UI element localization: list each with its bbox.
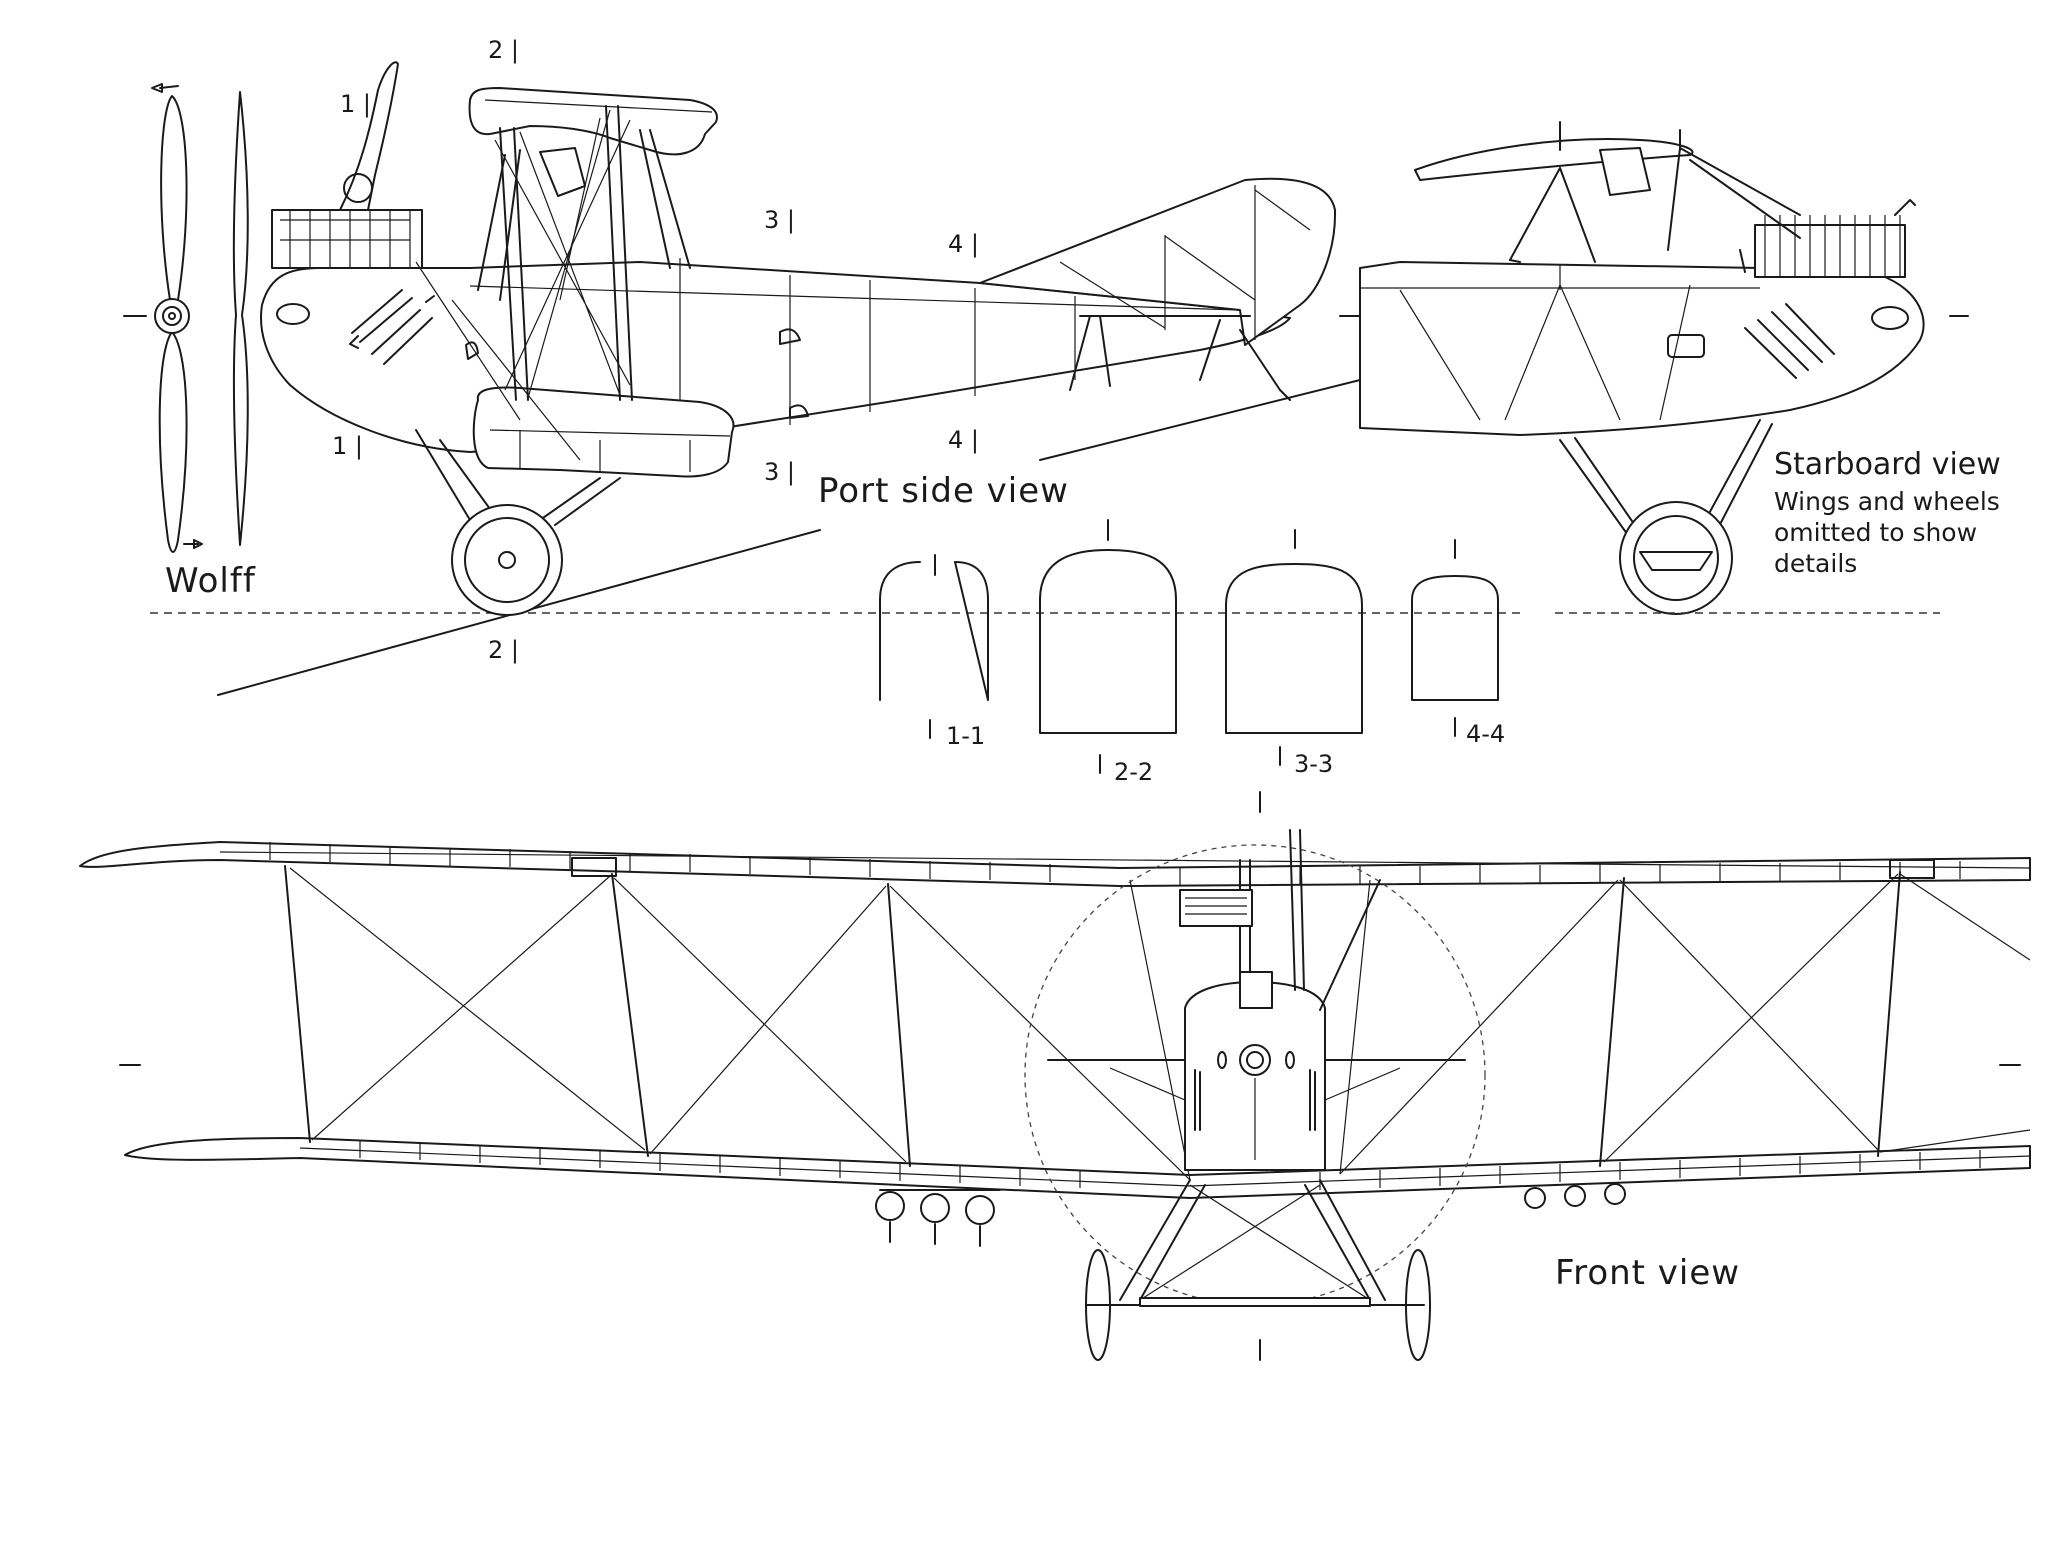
section-label-3-3: 3-3	[1294, 750, 1334, 778]
starboard-note-line-1: Wings and wheels	[1774, 487, 2000, 516]
section-marker-3-top: 3 |	[764, 206, 795, 234]
section-marker-2-top: 2 |	[488, 36, 519, 64]
section-marker-1-top: 1 |	[340, 90, 371, 118]
section-marker-2-bottom: 2 |	[488, 636, 519, 664]
section-label-4-4: 4-4	[1466, 720, 1506, 748]
front-view-label: Front view	[1555, 1253, 1741, 1293]
starboard-aircraft	[1359, 121, 1969, 615]
section-label-1-1: 1-1	[946, 722, 986, 750]
starboard-view-label: Starboard view	[1774, 447, 2001, 482]
starboard-note-line-2: omitted to show	[1774, 518, 1978, 547]
cross-sections	[840, 519, 1520, 774]
propeller-front-view	[154, 95, 190, 553]
section-marker-4-top: 4 |	[948, 230, 979, 258]
section-marker-3-bottom: 3 |	[764, 458, 795, 486]
propeller-label: Wolff	[165, 561, 256, 601]
section-marker-4-bottom: 4 |	[948, 426, 979, 454]
starboard-note-line-3: details	[1774, 549, 1858, 578]
port-side-aircraft	[150, 61, 1361, 696]
port-side-view-label: Port side view	[818, 471, 1069, 511]
front-view-aircraft	[79, 791, 2031, 1361]
propeller-side-view	[151, 83, 249, 549]
section-label-2-2: 2-2	[1114, 758, 1154, 786]
section-marker-1-bottom: 1 |	[332, 432, 363, 460]
